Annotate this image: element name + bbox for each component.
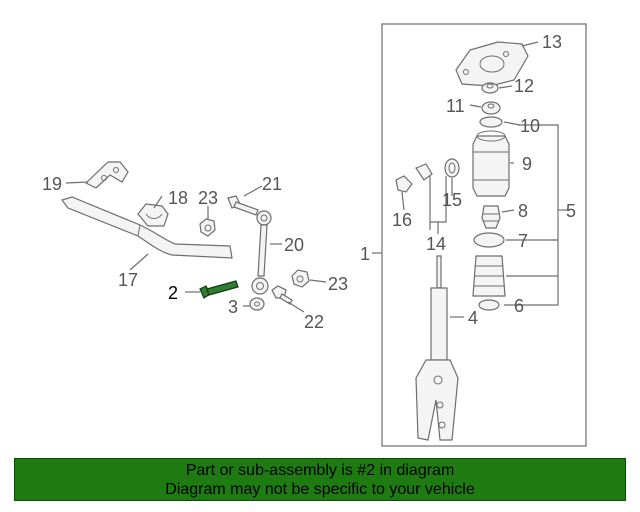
stabilizer-bushing	[137, 203, 169, 227]
connector	[415, 163, 433, 181]
leader-lines	[65, 41, 570, 318]
callout-16: 16	[392, 210, 412, 230]
callout-13: 13	[542, 32, 562, 52]
callout-11: 11	[446, 96, 465, 116]
highlighted-bolt	[199, 280, 239, 299]
callout-9: 9	[522, 154, 532, 174]
callout-17: 17	[118, 270, 138, 290]
callout-15: 15	[442, 190, 462, 210]
shock-absorber	[415, 255, 459, 441]
o-ring-15	[444, 158, 460, 178]
nut-left	[199, 218, 216, 237]
callout-18: 18	[168, 188, 188, 208]
callout-14: 14	[426, 234, 446, 254]
strut-assembly-box	[381, 23, 587, 447]
callout-10: 10	[520, 116, 540, 136]
callout-6: 6	[514, 296, 524, 316]
callout-7: 7	[518, 231, 528, 251]
link-bolt-upper	[227, 195, 259, 216]
callout-22: 22	[304, 312, 324, 332]
banner-line-2: Diagram may not be specific to your vehi…	[165, 481, 475, 498]
air-spring	[472, 130, 510, 197]
nut-right	[291, 269, 310, 288]
stabilizer-bracket	[84, 161, 129, 189]
bump-stop	[481, 205, 501, 229]
banner-line-1: Part or sub-assembly is #2 in diagram	[185, 462, 455, 479]
callout-1: 1	[360, 244, 370, 264]
seal-ring-lower	[478, 299, 500, 311]
seal-ring-upper	[479, 116, 503, 128]
upper-mount	[455, 41, 529, 87]
callout-8: 8	[518, 201, 528, 221]
info-banner: Part or sub-assembly is #2 in diagram Di…	[14, 458, 626, 501]
washer	[249, 297, 265, 311]
callout-12: 12	[514, 76, 534, 96]
callout-23-right: 23	[328, 274, 348, 294]
strut-bearing	[481, 101, 501, 115]
link-bolt-lower	[271, 285, 293, 305]
dust-boot	[472, 255, 506, 297]
top-nut	[481, 82, 499, 94]
callout-23-left: 23	[198, 188, 218, 208]
callout-3: 3	[228, 297, 238, 317]
stabilizer-link	[251, 210, 272, 295]
spring-seat-ring	[473, 232, 505, 248]
callout-4: 4	[468, 308, 478, 328]
callout-2: 2	[168, 283, 178, 303]
parts-diagram: 1 2 3 4 5 6 7 8 9 10 11 12 13 14 15 16 1…	[42, 23, 587, 447]
callout-20: 20	[284, 235, 304, 255]
stabilizer-bar	[61, 196, 233, 259]
callout-5: 5	[566, 201, 576, 221]
valve-fitting	[395, 175, 413, 193]
callout-21: 21	[262, 174, 282, 194]
callout-19: 19	[42, 174, 62, 194]
